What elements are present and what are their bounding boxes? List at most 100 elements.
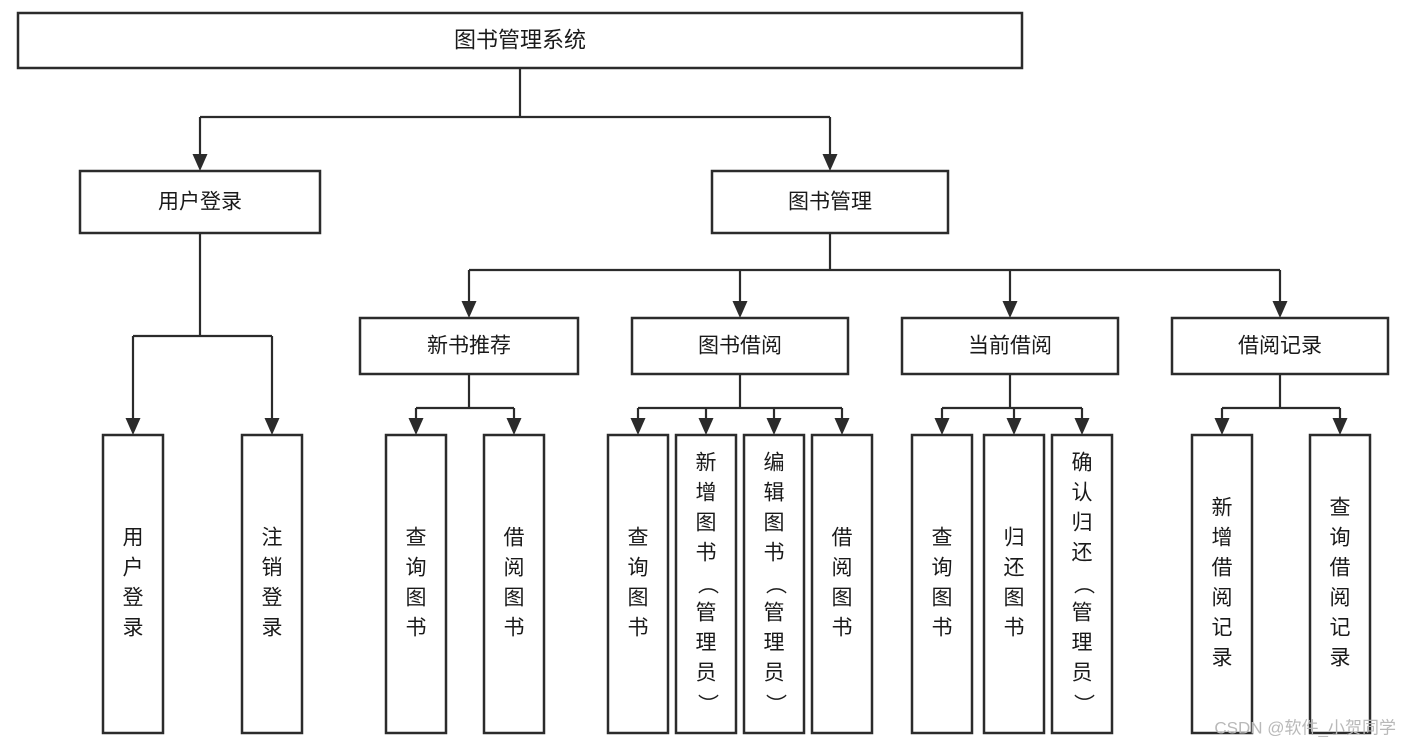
node-user-login[interactable]: 用户登录 [78, 169, 322, 235]
arrow-head-icon [506, 418, 522, 435]
node-rect-root [16, 11, 1024, 70]
node-label-leaf-add-borrow-record: 新 [1212, 497, 1233, 520]
node-label-leaf-query-book-borrow: 图 [628, 587, 649, 610]
arrow-head-icon [125, 418, 141, 435]
node-label-leaf-borrow-book-recommend: 阅 [504, 557, 525, 580]
node-label-leaf-query-borrow-record: 借 [1330, 557, 1351, 580]
node-label-leaf-logout: 登 [262, 587, 283, 610]
arrow-head-icon [264, 418, 280, 435]
node-label-leaf-add-borrow-record: 录 [1212, 647, 1233, 670]
node-label-book-borrow: 图书借阅 [698, 335, 782, 358]
arrow-head-icon [192, 154, 208, 171]
node-rect-leaf-confirm-return-admin [1050, 433, 1114, 735]
node-rect-leaf-user-login [101, 433, 165, 735]
arrow-head-icon [1002, 301, 1018, 318]
node-layer: 图书管理系统用户登录图书管理新书推荐图书借阅当前借阅借阅记录用户登录注销登录查询… [16, 11, 1390, 735]
node-label-leaf-edit-book-admin: 理 [764, 632, 785, 655]
arrow-head-icon [630, 418, 646, 435]
node-label-leaf-confirm-return-admin: ） [1071, 694, 1094, 715]
node-label-leaf-add-borrow-record: 阅 [1212, 587, 1233, 610]
node-label-leaf-confirm-return-admin: 确 [1072, 452, 1093, 475]
node-label-leaf-user-login: 户 [123, 557, 144, 580]
node-label-leaf-query-borrow-record: 阅 [1330, 587, 1351, 610]
node-label-borrow-record: 借阅记录 [1238, 335, 1322, 358]
node-label-leaf-user-login: 用 [123, 527, 144, 550]
node-label-leaf-add-borrow-record: 增 [1212, 527, 1233, 550]
node-label-leaf-return-book: 书 [1004, 617, 1025, 640]
node-label-leaf-edit-book-admin: 辑 [764, 482, 785, 505]
node-label-leaf-borrow-book-recommend: 借 [504, 527, 525, 550]
node-leaf-user-login[interactable]: 用户登录 [101, 433, 165, 735]
node-label-leaf-user-login: 录 [123, 617, 144, 640]
node-rect-user-login [78, 169, 322, 235]
node-label-leaf-query-book-borrow: 查 [628, 527, 649, 550]
node-rect-leaf-query-book-current [910, 433, 974, 735]
node-book-borrow[interactable]: 图书借阅 [630, 316, 850, 376]
node-label-leaf-query-book-recommend: 图 [406, 587, 427, 610]
node-rect-leaf-query-borrow-record [1308, 433, 1372, 735]
node-label-leaf-add-book-admin: （ [695, 574, 718, 595]
node-label-leaf-query-borrow-record: 记 [1330, 617, 1351, 640]
node-label-leaf-add-book-admin: 书 [696, 542, 717, 565]
node-label-new-book-recommend: 新书推荐 [427, 335, 511, 358]
node-rect-leaf-return-book [982, 433, 1046, 735]
node-label-leaf-query-book-recommend: 书 [406, 617, 427, 640]
connector-group-new-book-recommend [408, 374, 522, 435]
node-label-leaf-add-book-admin: 员 [696, 662, 717, 685]
node-new-book-recommend[interactable]: 新书推荐 [358, 316, 580, 376]
node-label-book-management: 图书管理 [788, 191, 872, 214]
node-label-leaf-confirm-return-admin: （ [1071, 574, 1094, 595]
node-root[interactable]: 图书管理系统 [16, 11, 1024, 70]
node-label-leaf-return-book: 归 [1004, 527, 1025, 550]
arrow-head-icon [732, 301, 748, 318]
node-rect-borrow-record [1170, 316, 1390, 376]
node-rect-leaf-query-book-borrow [606, 433, 670, 735]
node-label-root: 图书管理系统 [454, 27, 586, 52]
node-book-management[interactable]: 图书管理 [710, 169, 950, 235]
node-label-leaf-borrow-book: 书 [832, 617, 853, 640]
node-label-leaf-user-login: 登 [123, 587, 144, 610]
node-label-leaf-logout: 录 [262, 617, 283, 640]
node-label-current-borrow: 当前借阅 [968, 335, 1052, 358]
node-label-leaf-borrow-book: 图 [832, 587, 853, 610]
node-label-leaf-query-borrow-record: 查 [1330, 497, 1351, 520]
node-label-leaf-edit-book-admin: 编 [764, 452, 785, 475]
node-label-leaf-add-book-admin: 管 [696, 602, 717, 625]
node-label-leaf-query-book-borrow: 书 [628, 617, 649, 640]
node-current-borrow[interactable]: 当前借阅 [900, 316, 1120, 376]
arrow-head-icon [1214, 418, 1230, 435]
arrow-head-icon [1332, 418, 1348, 435]
node-label-leaf-edit-book-admin: 管 [764, 602, 785, 625]
connector-layer [125, 68, 1348, 435]
node-borrow-record[interactable]: 借阅记录 [1170, 316, 1390, 376]
node-label-leaf-edit-book-admin: 书 [764, 542, 785, 565]
node-label-leaf-query-book-current: 书 [932, 617, 953, 640]
node-label-leaf-borrow-book-recommend: 书 [504, 617, 525, 640]
node-label-leaf-borrow-book: 借 [832, 527, 853, 550]
connector-group-current-borrow [934, 374, 1090, 435]
node-label-leaf-confirm-return-admin: 员 [1072, 662, 1093, 685]
node-label-leaf-query-book-borrow: 询 [628, 557, 649, 580]
arrow-head-icon [934, 418, 950, 435]
node-rect-leaf-add-borrow-record [1190, 433, 1254, 735]
node-rect-leaf-logout [240, 433, 304, 735]
node-label-leaf-query-book-current: 查 [932, 527, 953, 550]
node-rect-leaf-borrow-book [810, 433, 874, 735]
node-label-leaf-add-book-admin: 增 [696, 482, 717, 505]
node-label-leaf-add-book-admin: 图 [696, 512, 717, 535]
node-rect-new-book-recommend [358, 316, 580, 376]
